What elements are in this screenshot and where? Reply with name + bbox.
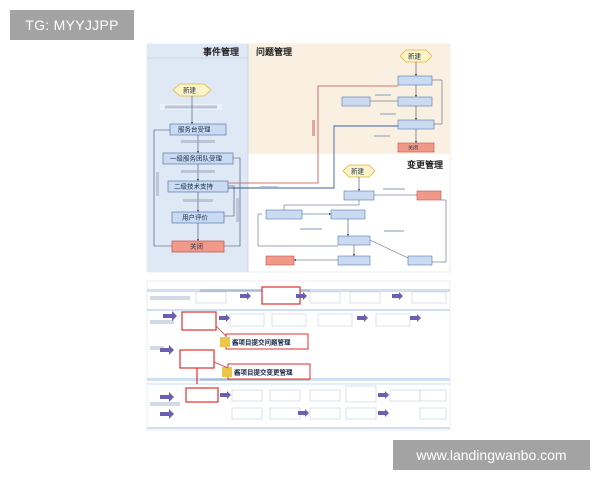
ticket-workflow-diagram: 酱项目提交问题管理 酱项目提交变更管理 xyxy=(146,280,451,431)
callout-submit-problem-text: 酱项目提交问题管理 xyxy=(232,338,291,347)
workflow-row-1 xyxy=(150,286,447,305)
problem-node xyxy=(397,96,433,107)
change-close-node xyxy=(265,255,295,266)
incident-problem-change-diagram: 事件管理 问题管理 变更管理 新建 服务台受理 一级服务团队受理 二级技术支持 xyxy=(146,43,451,273)
change-start-label: 新建 xyxy=(351,167,365,176)
highlight-box xyxy=(181,311,217,331)
callout-submit-change-text: 酱项目提交变更管理 xyxy=(234,368,293,377)
incident-node-label: 服务台受理 xyxy=(178,125,211,134)
incident-node-label: 二级技术支持 xyxy=(174,182,214,191)
problem-close-label: 关闭 xyxy=(408,145,418,152)
change-start-node: 新建 xyxy=(342,164,376,178)
change-close-node xyxy=(416,190,442,201)
problem-node xyxy=(341,96,371,107)
change-node xyxy=(343,190,375,201)
lane-title-incident: 事件管理 xyxy=(203,46,239,58)
callout-submit-problem: 酱项目提交问题管理 xyxy=(215,325,309,350)
change-node xyxy=(337,235,371,246)
problem-node xyxy=(397,75,433,86)
problem-start-label: 新建 xyxy=(408,52,422,61)
lane-title-change: 变更管理 xyxy=(407,159,443,171)
incident-node-evaluation: 用户评价 xyxy=(171,211,225,224)
problem-start-node: 新建 xyxy=(399,49,433,63)
watermark-url: www.landingwanbo.com xyxy=(393,440,590,470)
problem-node xyxy=(397,119,435,130)
highlight-box xyxy=(185,387,219,403)
change-node xyxy=(337,255,371,266)
highlight-box xyxy=(261,286,301,305)
incident-node-tier1: 一级服务团队受理 xyxy=(162,152,234,165)
incident-node-label: 用户评价 xyxy=(182,213,209,222)
highlight-box xyxy=(179,349,215,369)
incident-node-close: 关闭 xyxy=(171,240,225,253)
workflow-row-2 xyxy=(150,311,421,331)
workflow-row-4 xyxy=(150,385,447,420)
incident-start-node: 新建 xyxy=(172,83,212,97)
change-node xyxy=(407,255,433,266)
workflow-row-3 xyxy=(150,345,215,384)
incident-start-label: 新建 xyxy=(183,86,197,95)
incident-node-label: 关闭 xyxy=(190,242,203,251)
change-node xyxy=(265,209,303,220)
lane-title-problem: 问题管理 xyxy=(256,46,292,58)
tg-tag: TG: MYYJJPP xyxy=(10,10,134,40)
incident-node-label: 一级服务团队受理 xyxy=(170,154,223,163)
incident-node-service-desk: 服务台受理 xyxy=(169,123,227,136)
incident-node-tier2: 二级技术支持 xyxy=(167,180,229,193)
callout-submit-change: 酱项目提交变更管理 xyxy=(213,361,311,380)
problem-close-node: 关闭 xyxy=(397,142,435,153)
change-node xyxy=(330,209,366,220)
